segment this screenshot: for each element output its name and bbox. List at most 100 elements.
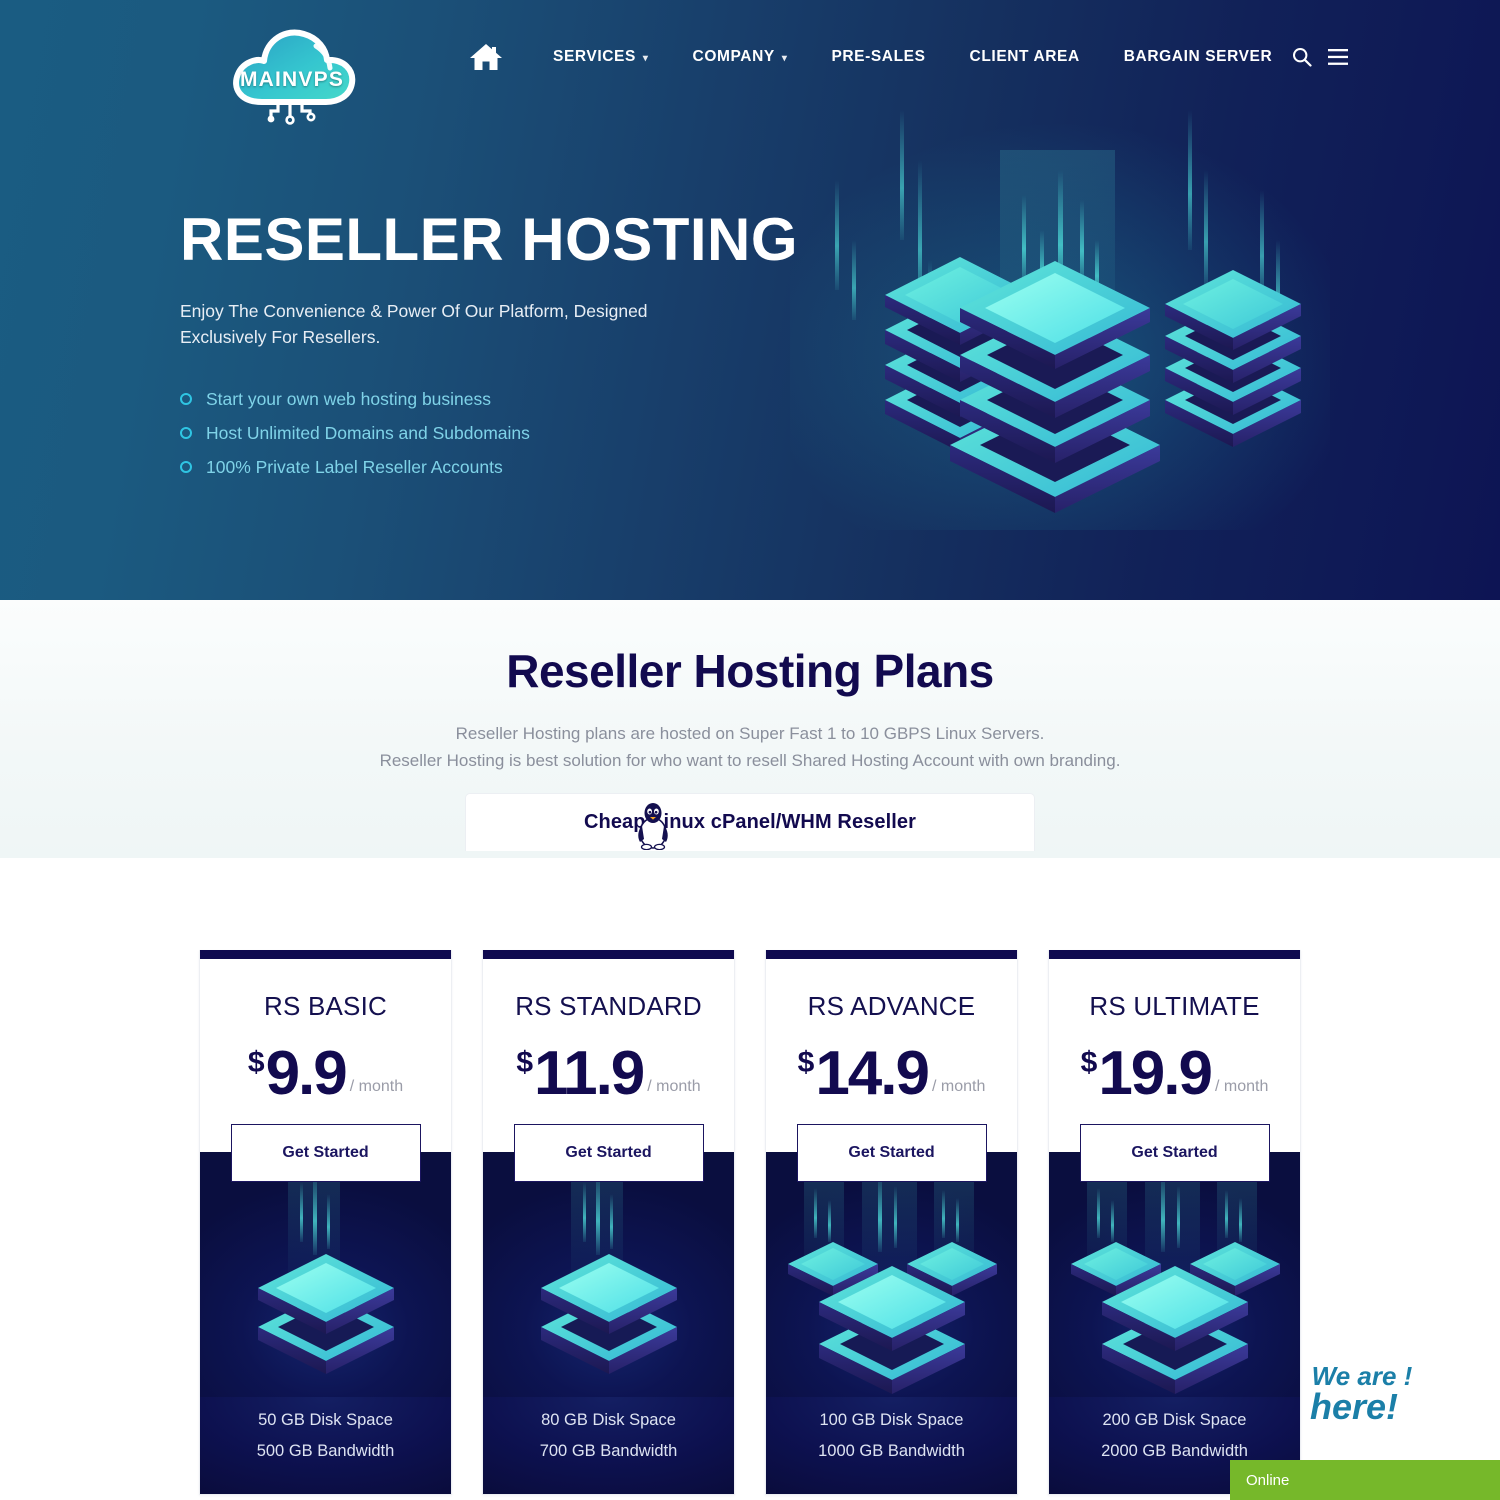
chat-we-are-here-badge[interactable]: We are ! here! xyxy=(1292,1357,1432,1432)
plans-title: Reseller Hosting Plans xyxy=(506,645,994,697)
plan-feature: 500 GB Bandwidth xyxy=(256,1442,395,1461)
nav-item-pre-sales[interactable]: PRE-SALES xyxy=(809,42,947,72)
plan-name: RS ADVANCE xyxy=(807,991,976,1021)
single-server-stack-icon xyxy=(541,1162,677,1374)
pricing-cards-section: RS BASIC $ 9.9 / month Get Started xyxy=(0,858,1500,1495)
get-started-button[interactable]: Get Started xyxy=(230,1124,421,1182)
card-accent-bar xyxy=(766,950,1017,959)
price-value: 14.9 xyxy=(815,1038,930,1108)
pricing-card-rs-standard[interactable]: RS STANDARD $ 11.9 / month Get Started xyxy=(482,950,735,1495)
card-illustration-single-server xyxy=(483,1152,734,1397)
price-period: / month xyxy=(932,1078,986,1095)
card-accent-bar xyxy=(483,950,734,959)
nav-home-link[interactable] xyxy=(455,42,517,72)
chevron-down-icon: ▾ xyxy=(642,52,649,64)
hero-content: RESELLER HOSTING Enjoy The Convenience &… xyxy=(180,208,820,491)
card-illustration-triple-server xyxy=(1049,1152,1300,1397)
plan-price: $ 14.9 / month xyxy=(766,1032,1017,1108)
price-value: 9.9 xyxy=(265,1038,348,1108)
triple-server-stack-icon xyxy=(788,1160,997,1394)
nav-item-client-area[interactable]: CLIENT AREA xyxy=(948,42,1102,72)
cta-wrapper: Get Started xyxy=(766,1124,1017,1182)
search-icon[interactable] xyxy=(1292,47,1312,67)
plans-section: Reseller Hosting Plans Reseller Hosting … xyxy=(0,600,1500,858)
plan-feature: 100 GB Disk Space xyxy=(819,1411,964,1429)
plan-name: RS ULTIMATE xyxy=(1089,991,1260,1021)
plan-price: $ 19.9 / month xyxy=(1049,1032,1300,1108)
hero-feature-item: Start your own web hosting business xyxy=(180,389,820,410)
plan-price: $ 11.9 / month xyxy=(483,1032,734,1104)
plans-description: Reseller Hosting plans are hosted on Sup… xyxy=(0,720,1500,774)
hero-feature-label: Host Unlimited Domains and Subdomains xyxy=(206,422,530,443)
plan-features: 100 GB Disk Space 1000 GB Bandwidth xyxy=(766,1397,1017,1494)
hero-server-illustration xyxy=(790,100,1330,530)
price-currency: $ xyxy=(516,1046,534,1079)
price-period: / month xyxy=(1215,1078,1269,1095)
plan-feature: 2000 GB Bandwidth xyxy=(1101,1442,1248,1461)
chat-status-label: Online xyxy=(1246,1471,1290,1489)
hero-feature-item: Host Unlimited Domains and Subdomains xyxy=(180,423,820,444)
plan-feature: 80 GB Disk Space xyxy=(541,1411,676,1429)
main-navigation: SERVICES ▾ COMPANY ▾ PRE-SALES CLIENT AR… xyxy=(455,42,1294,72)
linux-tux-icon xyxy=(638,803,668,850)
price-value: 19.9 xyxy=(1098,1038,1213,1108)
we-are-here-icon: We are ! here! xyxy=(1308,1360,1414,1429)
chat-status-bar[interactable]: Online xyxy=(1230,1460,1500,1500)
hero-feature-label: 100% Private Label Reseller Accounts xyxy=(206,456,503,477)
cta-wrapper: Get Started xyxy=(1049,1124,1300,1182)
plan-feature: 50 GB Disk Space xyxy=(258,1411,393,1429)
price-currency: $ xyxy=(247,1046,265,1079)
logo-text: MAINVPS xyxy=(239,68,345,91)
ring-bullet-icon xyxy=(180,461,192,474)
triple-server-stack-icon xyxy=(1071,1160,1280,1394)
card-illustration-single-server xyxy=(200,1152,451,1397)
ring-bullet-icon xyxy=(180,427,192,440)
plan-features: 50 GB Disk Space 500 GB Bandwidth xyxy=(200,1397,451,1494)
nav-item-bargain-server[interactable]: BARGAIN SERVER xyxy=(1102,42,1295,72)
plan-price: $ 9.9 / month xyxy=(200,1032,451,1108)
hero-subtitle: Enjoy The Convenience & Power Of Our Pla… xyxy=(180,301,648,347)
cta-wrapper: Get Started xyxy=(483,1124,734,1182)
cta-wrapper: Get Started xyxy=(200,1124,451,1182)
get-started-button[interactable]: Get Started xyxy=(1079,1124,1270,1182)
nav-label: PRE-SALES xyxy=(831,48,926,65)
nav-label: COMPANY xyxy=(692,48,775,65)
badge-line1: We are ! xyxy=(1312,1361,1413,1391)
hero-feature-label: Start your own web hosting business xyxy=(206,388,492,409)
hero-title: RESELLER HOSTING xyxy=(180,206,799,273)
get-started-button[interactable]: Get Started xyxy=(796,1124,987,1182)
card-accent-bar xyxy=(200,950,451,959)
chevron-down-icon: ▾ xyxy=(781,52,788,64)
price-period: / month xyxy=(349,1078,404,1095)
plan-tabs: Cheap Linux cPanel/WHM Reseller xyxy=(0,793,1500,851)
cloud-icon xyxy=(233,29,356,125)
plan-feature: 200 GB Disk Space xyxy=(1102,1411,1247,1429)
home-icon xyxy=(470,44,502,70)
pricing-card-rs-advance[interactable]: RS ADVANCE $ 14.9 / month Get Started xyxy=(765,950,1018,1495)
get-started-button[interactable]: Get Started xyxy=(513,1124,704,1182)
hero-feature-item: 100% Private Label Reseller Accounts xyxy=(180,457,820,478)
plan-name: RS STANDARD xyxy=(515,991,702,1021)
card-illustration-triple-server xyxy=(766,1152,1017,1397)
pricing-card-rs-ultimate[interactable]: RS ULTIMATE $ 19.9 / month Get Started xyxy=(1048,950,1301,1495)
badge-line2: here! xyxy=(1310,1386,1398,1427)
logo[interactable]: MAINVPS xyxy=(224,18,360,130)
hero-feature-list: Start your own web hosting business Host… xyxy=(180,389,820,478)
header-actions xyxy=(1292,47,1348,67)
nav-label: SERVICES xyxy=(553,48,636,65)
pricing-card-rs-basic[interactable]: RS BASIC $ 9.9 / month Get Started xyxy=(199,950,452,1495)
single-server-stack-icon xyxy=(258,1162,394,1374)
plans-description-line1: Reseller Hosting plans are hosted on Sup… xyxy=(455,724,1045,743)
plan-feature: 700 GB Bandwidth xyxy=(539,1442,678,1461)
tab-label: Cheap Linux cPanel/WHM Reseller xyxy=(583,811,917,833)
ring-bullet-icon xyxy=(180,393,192,406)
hamburger-menu-icon[interactable] xyxy=(1328,49,1348,65)
plan-feature: 1000 GB Bandwidth xyxy=(818,1442,965,1461)
plan-name: RS BASIC xyxy=(264,991,387,1021)
tab-cheap-linux-cpanel-whm-reseller[interactable]: Cheap Linux cPanel/WHM Reseller xyxy=(465,793,1035,851)
card-accent-bar xyxy=(1049,950,1300,959)
plan-features: 80 GB Disk Space 700 GB Bandwidth xyxy=(483,1397,734,1494)
nav-label: BARGAIN SERVER xyxy=(1123,48,1273,65)
nav-item-company[interactable]: COMPANY ▾ xyxy=(671,42,810,72)
nav-item-services[interactable]: SERVICES ▾ xyxy=(531,42,671,72)
